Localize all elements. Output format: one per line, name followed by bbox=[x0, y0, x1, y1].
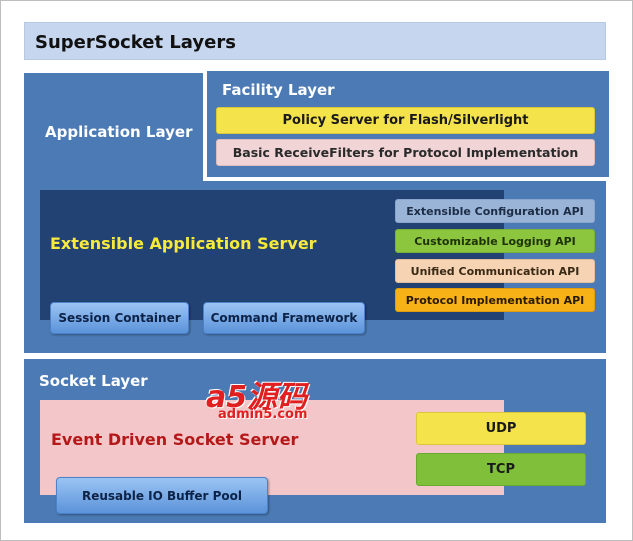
protocol-api-box: Protocol Implementation API bbox=[395, 288, 595, 312]
watermark-sub-text: admin5.com bbox=[218, 407, 308, 422]
application-layer-label: Application Layer bbox=[45, 123, 193, 141]
configuration-api-box: Extensible Configuration API bbox=[395, 199, 595, 223]
facility-layer-label: Facility Layer bbox=[222, 81, 335, 99]
watermark-logo: a5源码 admin5.com bbox=[200, 372, 350, 427]
receive-filters-box: Basic ReceiveFilters for Protocol Implem… bbox=[216, 139, 595, 166]
logging-api-box: Customizable Logging API bbox=[395, 229, 595, 253]
udp-box: UDP bbox=[416, 412, 586, 445]
io-buffer-pool-box: Reusable IO Buffer Pool bbox=[56, 477, 268, 514]
event-driven-socket-server-label: Event Driven Socket Server bbox=[51, 430, 299, 449]
diagram-title: SuperSocket Layers bbox=[35, 32, 236, 53]
session-container-box: Session Container bbox=[50, 302, 189, 334]
extensible-application-server-label: Extensible Application Server bbox=[50, 234, 317, 253]
tcp-box: TCP bbox=[416, 453, 586, 486]
command-framework-box: Command Framework bbox=[203, 302, 365, 334]
watermark-main-text: a5源码 bbox=[206, 380, 308, 415]
communication-api-box: Unified Communication API bbox=[395, 259, 595, 283]
socket-layer-label: Socket Layer bbox=[39, 372, 148, 390]
policy-server-box: Policy Server for Flash/Silverlight bbox=[216, 107, 595, 134]
title-bar: SuperSocket Layers bbox=[24, 22, 606, 60]
